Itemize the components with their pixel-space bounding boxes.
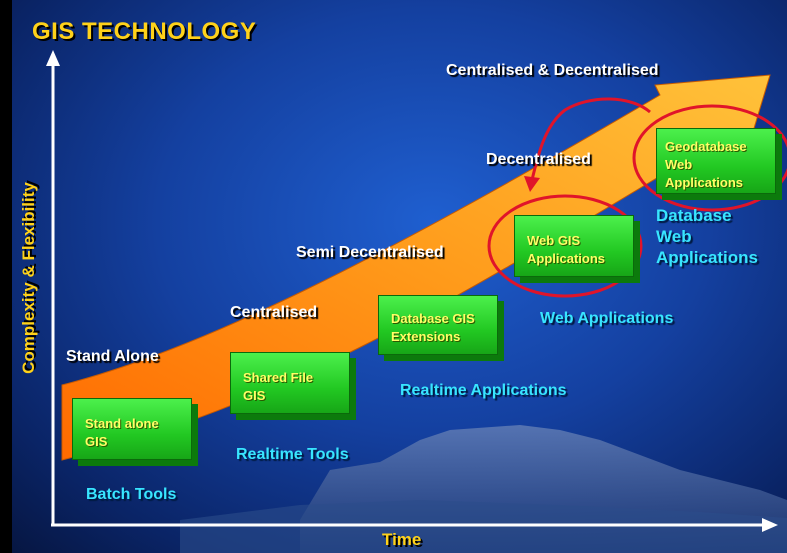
app-label-web-applications: Web Applications	[540, 310, 674, 327]
x-axis-label: Time	[382, 530, 422, 549]
stage-label-semi-decentralised: Semi Decentralised	[296, 244, 444, 261]
app-label-batch-tools: Batch Tools	[86, 486, 177, 503]
left-black-strip	[0, 0, 12, 553]
y-axis-label: Complexity & Flexibility	[19, 182, 38, 374]
curved-red-arrow	[530, 97, 651, 181]
stage-label-decentralised: Decentralised	[486, 151, 591, 168]
x-axis-arrowhead	[762, 518, 778, 532]
stage-label-centralised: Centralised	[230, 304, 318, 321]
app-label-database-web-applications: Database Web Applications	[656, 206, 759, 267]
page-title: GIS TECHNOLOGY	[32, 18, 257, 45]
box-label: Geodatabase Web Applications	[665, 139, 747, 190]
highlight-circle-web-gis	[487, 194, 643, 298]
box-web-gis-applications: Web GIS Applications	[514, 215, 634, 277]
curved-red-arrowhead	[524, 176, 540, 192]
box-label: Web GIS Applications	[527, 233, 606, 266]
stage-label-stand-alone: Stand Alone	[66, 348, 159, 365]
stage-label-centralised-decentralised: Centralised & Decentralised	[446, 62, 659, 79]
box-stand-alone-gis: Stand alone GIS	[72, 398, 192, 460]
highlight-circle-geodatabase	[632, 104, 787, 212]
box-label: Shared File GIS	[243, 370, 314, 403]
app-label-realtime-tools: Realtime Tools	[236, 446, 349, 463]
box-label: Stand alone GIS	[85, 416, 159, 449]
app-label-realtime-applications: Realtime Applications	[400, 382, 567, 399]
box-geodatabase-web-applications: Geodatabase Web Applications	[656, 128, 776, 194]
box-database-gis-extensions: Database GIS Extensions	[378, 295, 498, 355]
box-shared-file-gis: Shared File GIS	[230, 352, 350, 414]
box-label: Database GIS Extensions	[391, 311, 475, 344]
y-axis-arrowhead	[46, 50, 60, 66]
